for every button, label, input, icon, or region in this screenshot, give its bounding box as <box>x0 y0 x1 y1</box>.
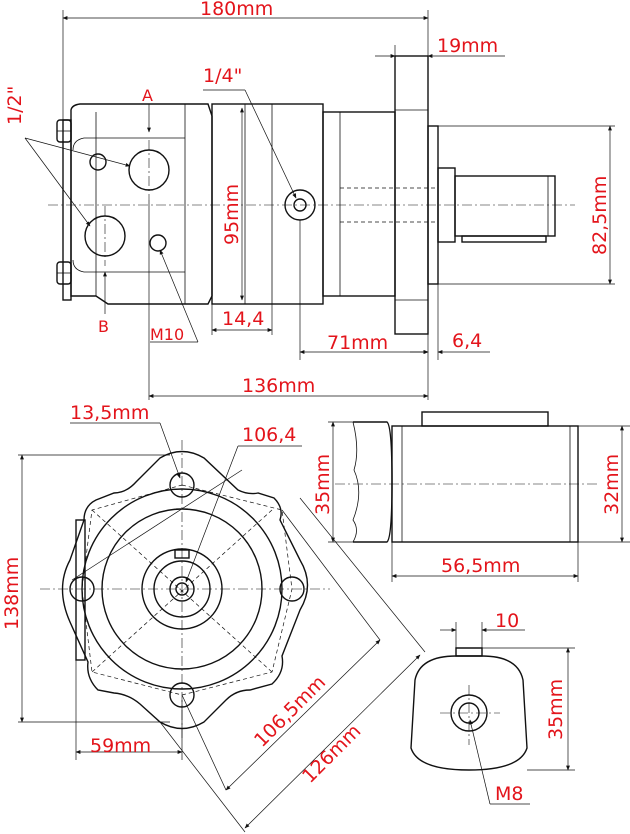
front-view: 138mm 59mm 13,5mm 106,4 106,5mm 126mm <box>1 402 426 833</box>
dim-front-height: 138mm <box>1 557 23 630</box>
label-main-port: 1/2" <box>4 86 26 125</box>
dim-offset: 14,4 <box>222 308 264 330</box>
dim-mount-to-end: 136mm <box>242 375 315 397</box>
dim-half-width: 59mm <box>90 735 151 757</box>
label-drain-port: 1/4" <box>203 65 242 87</box>
dim-flange-height: 82,5mm <box>589 176 611 255</box>
label-thread-m8: M8 <box>495 783 523 805</box>
dim-shaft-position: 71mm <box>327 332 388 354</box>
output-shaft <box>340 167 556 243</box>
dim-key-diameter: 32mm <box>601 454 623 515</box>
dim-diagonal-inner: 106,5mm <box>250 671 330 751</box>
mounting-flange <box>394 55 439 335</box>
dim-bolt-hole: 13,5mm <box>70 402 149 424</box>
label-port-a: A <box>142 86 153 105</box>
dim-shaft-diameter: 35mm <box>312 454 334 515</box>
dim-overall-length: 180mm <box>200 0 273 20</box>
dim-key-width: 10 <box>495 610 519 632</box>
dim-pitch-circle: 106,4 <box>242 424 296 446</box>
dim-body-height: 95mm <box>221 184 243 245</box>
label-port-b: B <box>98 317 109 336</box>
dim-end-height: 35mm <box>545 679 567 740</box>
front-flange-outline <box>61 450 309 730</box>
shaft-detail: 35mm 32mm 56,5mm <box>312 411 630 582</box>
side-view: 180mm 19mm 1/4" 1/2" A B M10 95mm 14,4 <box>4 0 615 400</box>
dim-diagonal-outer: 126mm <box>298 720 365 787</box>
label-thread-m10: M10 <box>150 325 184 344</box>
rear-cover <box>56 103 213 305</box>
shaft-end-view: 10 35mm M8 <box>410 610 575 805</box>
dim-shaft-step: 6,4 <box>452 330 482 352</box>
dim-flange-thickness: 19mm <box>437 35 498 57</box>
dim-shaft-length: 56,5mm <box>441 555 520 577</box>
shaft-end-outline <box>410 655 528 771</box>
